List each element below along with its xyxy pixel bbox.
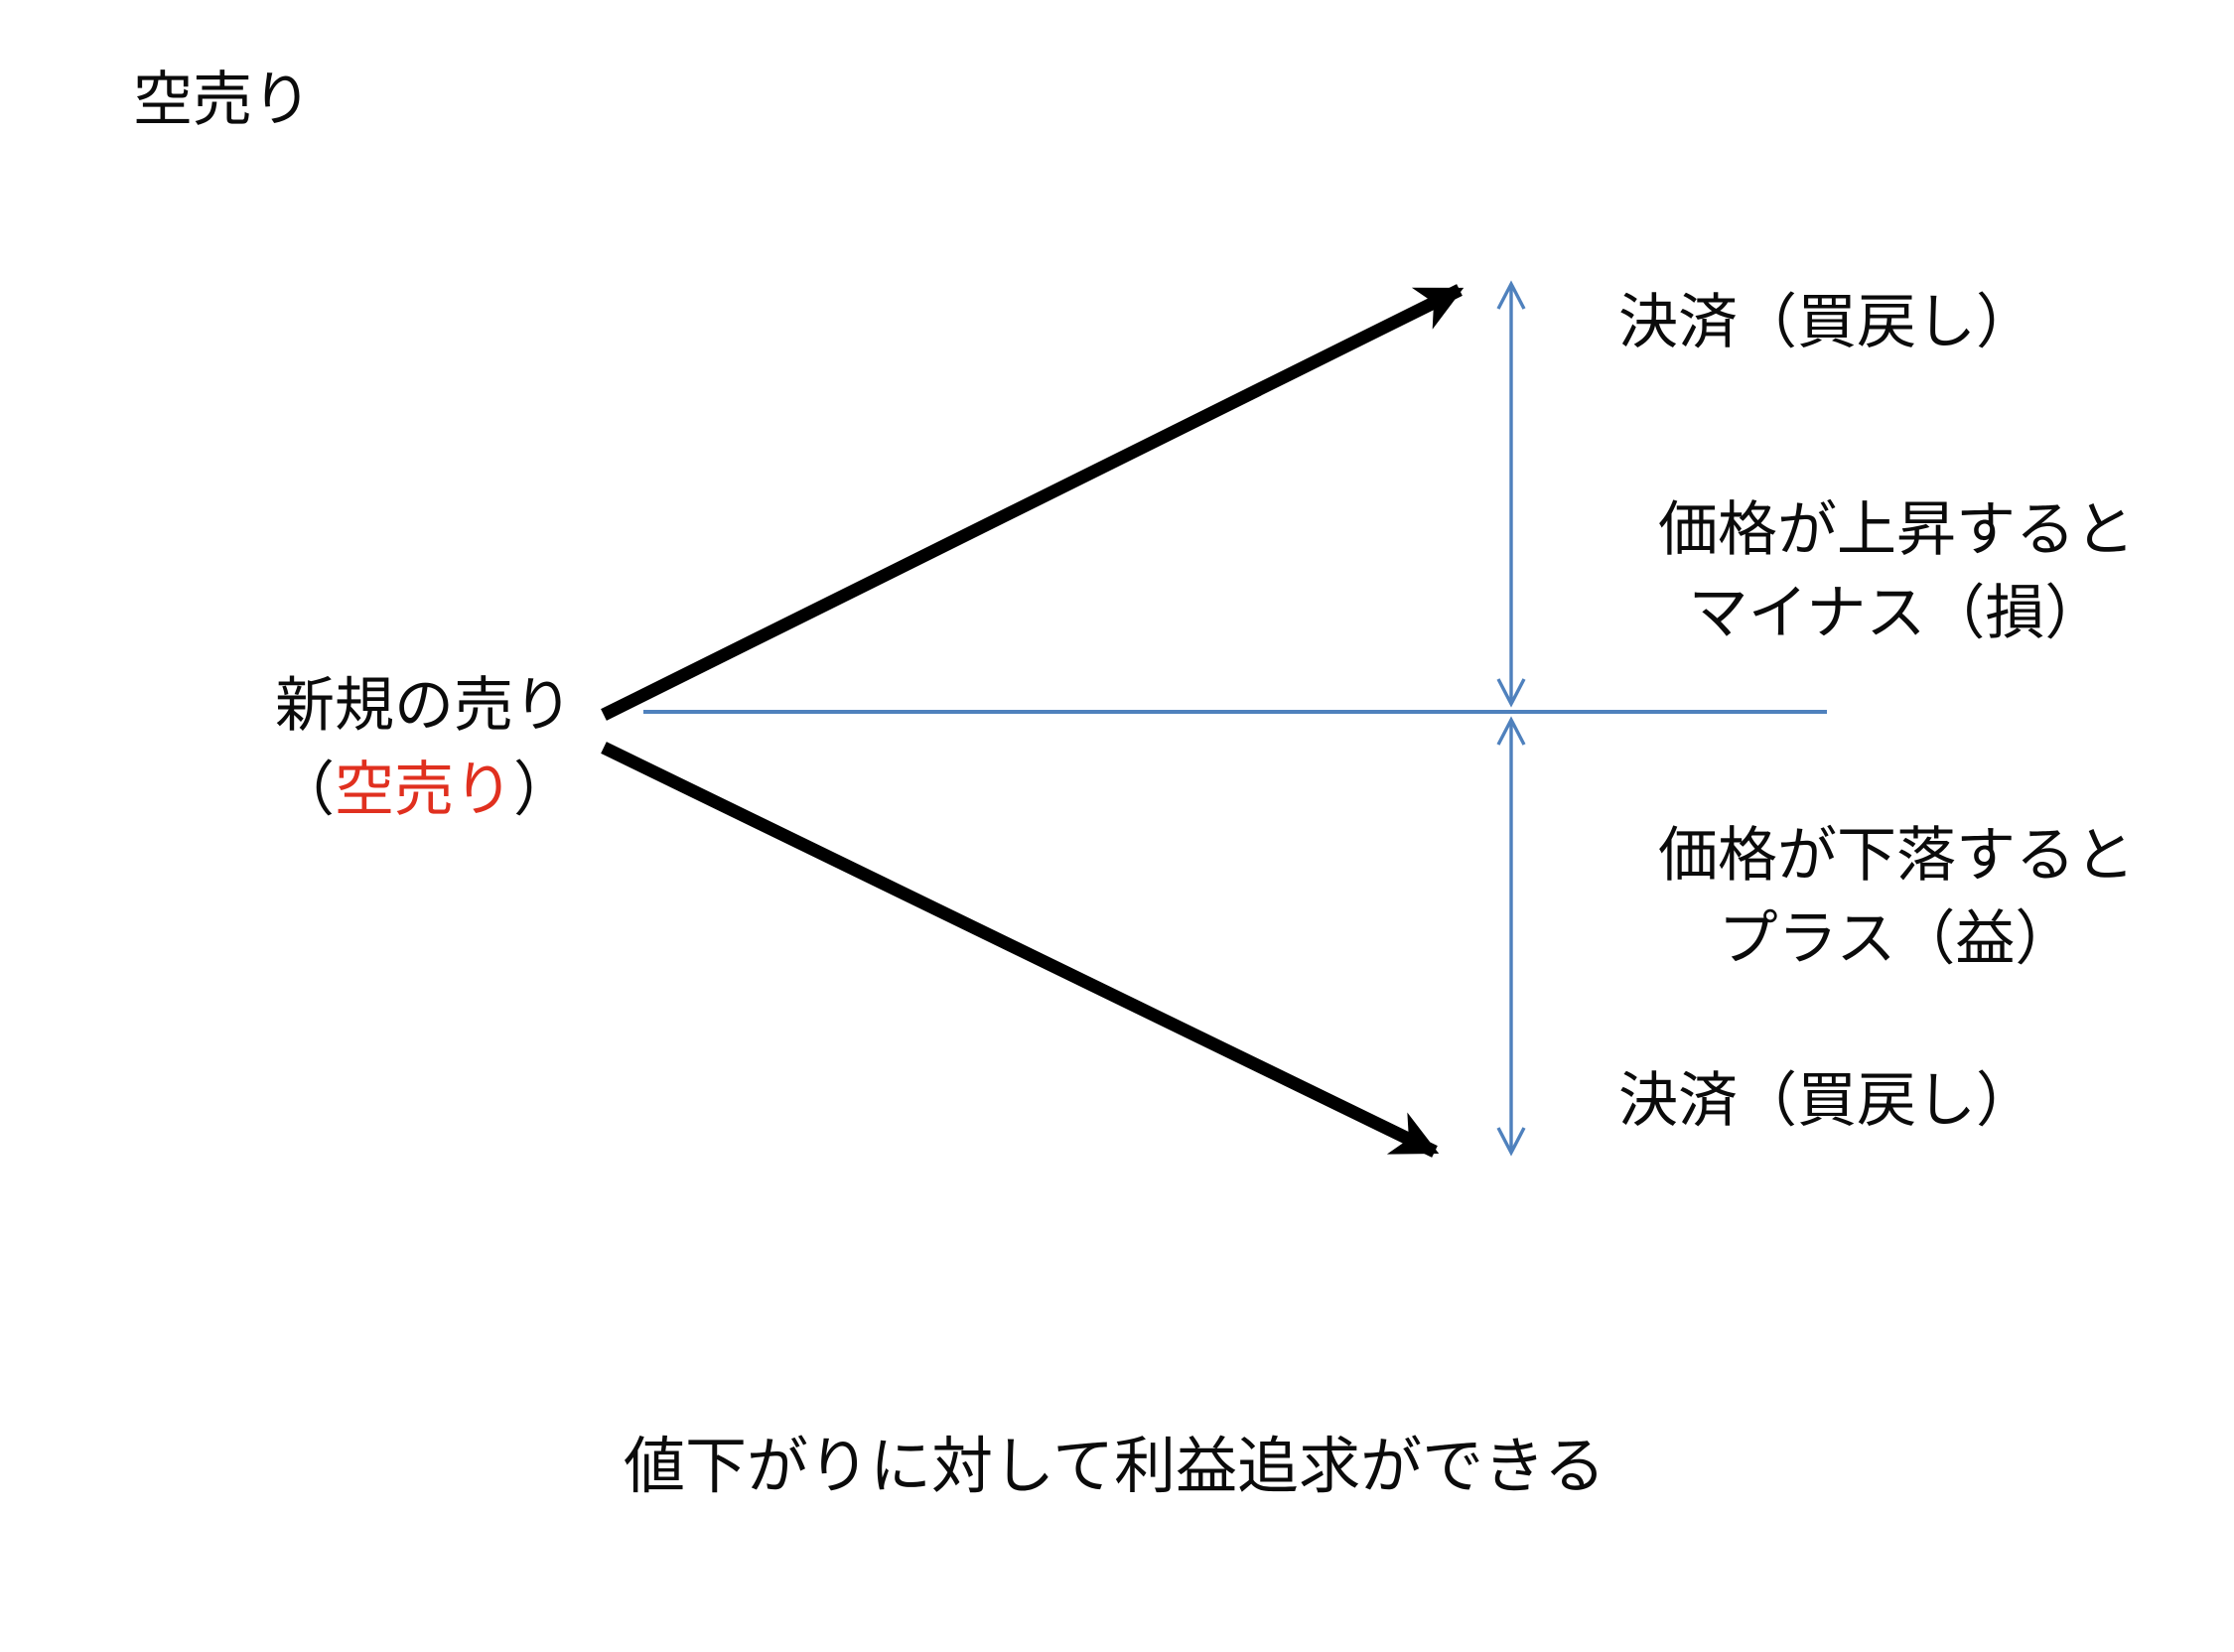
price-down-line2: プラス（益）	[1718, 905, 2075, 972]
origin-label-line2: （空売り）	[275, 748, 573, 832]
settlement-bottom-label: 決済（買戻し）	[1618, 1067, 2035, 1134]
origin-label-paren-close: ）	[513, 757, 573, 823]
price-up-line1: 価格が上昇すると	[1658, 496, 2135, 563]
origin-label-highlight: 空売り	[335, 757, 513, 823]
origin-label-paren-open: （	[275, 757, 335, 823]
price-rise-arrow-icon	[601, 284, 1465, 721]
price-fall-arrow-icon	[601, 742, 1440, 1158]
origin-label: 新規の売り （空売り）	[275, 663, 573, 832]
price-down-label: 価格が下落すると プラス（益）	[1534, 814, 2234, 981]
price-up-label: 価格が上昇すると マイナス（損）	[1534, 488, 2234, 655]
slide-title: 空売り	[133, 67, 312, 133]
origin-label-line1: 新規の売り	[275, 672, 573, 739]
settlement-top-label: 決済（買戻し）	[1618, 289, 2035, 355]
price-up-line2: マイナス（損）	[1688, 580, 2105, 646]
footer-note: 値下がりに対して利益追求ができる	[624, 1433, 1606, 1501]
price-down-line1: 価格が下落すると	[1658, 822, 2135, 889]
